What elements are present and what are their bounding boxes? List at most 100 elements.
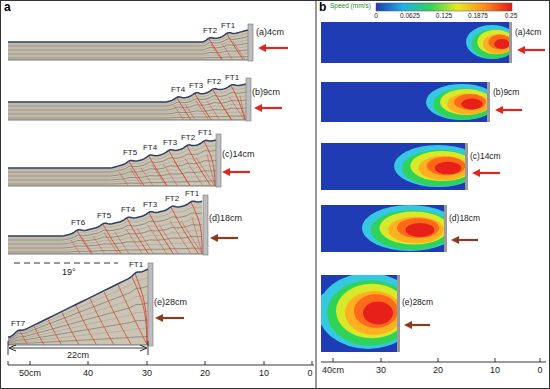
scale-axes <box>8 341 546 365</box>
speed-maps <box>318 22 518 352</box>
figure-label: (c)14cm <box>222 150 255 159</box>
speed-contour <box>427 157 466 175</box>
backstop <box>248 24 253 61</box>
speed-map <box>321 275 400 352</box>
sand-section <box>8 78 251 121</box>
sand-body <box>8 84 246 120</box>
base-line <box>8 60 248 61</box>
fault-line <box>174 161 190 186</box>
fault-line <box>233 41 245 59</box>
push-arrowhead <box>451 236 459 244</box>
fault-line <box>207 154 215 185</box>
fault-line <box>137 228 153 253</box>
fault-line <box>119 172 128 186</box>
push-arrow <box>478 172 500 174</box>
axis-tick <box>381 358 382 362</box>
sandbox-sections <box>8 24 253 346</box>
fault-label: FT4 <box>121 206 135 214</box>
axis-tick <box>333 358 334 362</box>
fault-line <box>185 104 195 119</box>
figure-label: (c)14cm <box>470 152 501 161</box>
speed-map <box>321 143 468 190</box>
speed-contour <box>327 280 400 345</box>
speed-contour <box>466 25 512 59</box>
speed-contour <box>472 29 512 58</box>
fault-label: FT7 <box>11 320 25 328</box>
figure-label: 0 <box>537 366 542 375</box>
figure-label: 40 <box>83 369 93 378</box>
speed-contour <box>371 210 447 250</box>
speed-contour <box>397 218 439 238</box>
backstop <box>444 205 447 252</box>
speed-contour <box>354 294 398 327</box>
push-arrow <box>228 171 250 173</box>
fault-line <box>195 94 211 120</box>
fault-line <box>227 34 243 60</box>
speed-map <box>321 22 512 63</box>
scale-axis <box>8 365 314 366</box>
sand-body <box>8 201 203 254</box>
sand-body <box>8 269 148 345</box>
figure-label: Speed (mm/s) <box>330 3 371 10</box>
sand-layer <box>8 108 246 114</box>
speed-contour <box>489 35 512 50</box>
figure-label: 0 <box>374 13 378 20</box>
speed-contour <box>418 156 468 180</box>
fault-label: FT6 <box>71 219 85 227</box>
fault-line <box>207 101 219 120</box>
fault-line <box>141 168 153 186</box>
fault-line <box>62 312 79 344</box>
surface-line <box>8 269 148 337</box>
axis-tick <box>438 358 439 362</box>
figure-label: (a)4cm <box>515 28 541 37</box>
dimension-arrowhead <box>9 345 16 351</box>
base-line <box>8 345 148 346</box>
sand-layer <box>8 320 148 343</box>
fault-line <box>170 221 191 253</box>
axis-tick <box>88 361 89 365</box>
speed-contour <box>345 291 400 335</box>
speed-contour <box>483 34 512 54</box>
speed-contour <box>494 39 510 49</box>
fault-line <box>71 240 80 254</box>
reference-dashed-line <box>14 263 118 264</box>
backstop <box>487 82 490 122</box>
fault-line <box>130 168 142 185</box>
figure-label: 0 <box>307 369 312 378</box>
figure-label: 0.25 <box>505 13 518 20</box>
sand-section <box>8 263 153 346</box>
fault-label: FT3 <box>143 201 157 209</box>
push-arrowhead <box>254 104 262 112</box>
figure-label: 20 <box>200 369 210 378</box>
fault-line <box>149 213 173 254</box>
fault-line <box>76 305 96 344</box>
fault-label: FT2 <box>207 78 221 86</box>
fault-line <box>191 202 202 253</box>
figure-label: 30 <box>376 366 386 375</box>
fault-label: FT4 <box>171 86 185 94</box>
push-arrow <box>410 324 430 326</box>
fault-line <box>104 292 131 345</box>
sand-section <box>8 195 208 255</box>
speed-map <box>321 205 447 252</box>
fault-line <box>20 331 27 344</box>
sand-layer <box>8 231 202 246</box>
sand-layer <box>8 294 148 339</box>
sand-layer <box>8 219 202 242</box>
speed-contour <box>410 151 468 181</box>
sand-section <box>8 134 221 187</box>
figure-label: 0.125 <box>436 13 452 20</box>
push-arrow <box>264 47 288 49</box>
speed-contour <box>379 211 447 244</box>
speed-contour <box>426 84 490 120</box>
axis-tick <box>147 361 148 365</box>
fault-line <box>211 44 221 59</box>
fault-line <box>229 96 244 119</box>
fault-line <box>148 225 167 253</box>
axis-tick <box>8 361 9 365</box>
speed-contour <box>433 89 490 120</box>
speed-contour <box>454 94 486 110</box>
